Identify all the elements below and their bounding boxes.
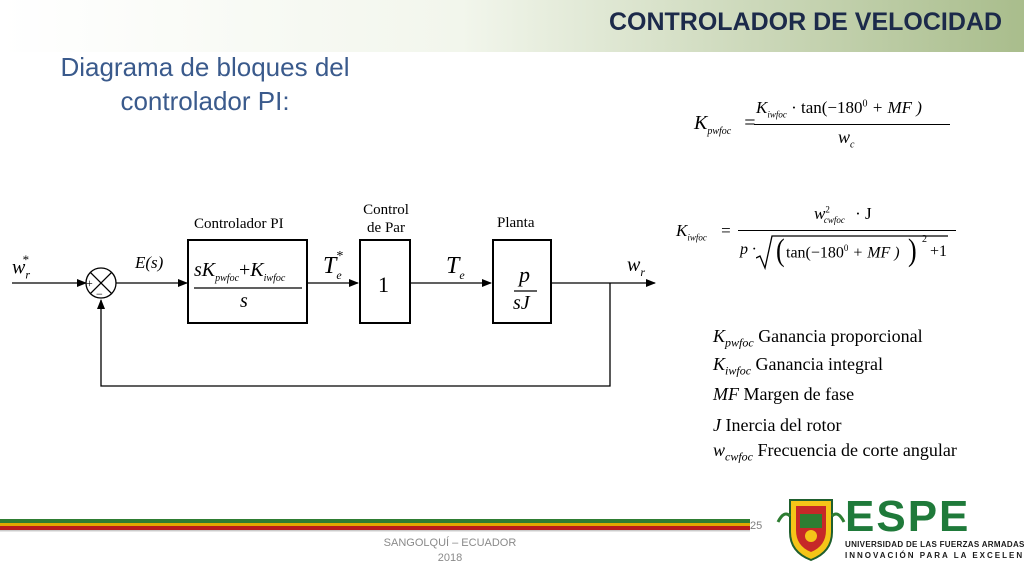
signal-torque: Te (446, 253, 465, 282)
header-band (0, 0, 1024, 52)
legend-item-wc: wcwfoc Frecuencia de corte angular (713, 440, 957, 464)
signal-torque-reference: Te* (323, 249, 343, 282)
footer-location: SANGOLQUÍ – ECUADOR 2018 (383, 537, 517, 564)
plant-label: Planta (497, 215, 535, 231)
pi-numerator: sKpwfoc+Kiwfoc (194, 259, 286, 284)
slide-title: CONTROLADOR DE VELOCIDAD (608, 8, 1002, 36)
torque-control-value: 1 (378, 272, 389, 297)
legend-item-j: J Inercia del rotor (713, 415, 842, 435)
signal-output: wr (627, 254, 646, 279)
torque-control-label: Control de Par (363, 202, 409, 236)
plant-denominator: sJ (513, 292, 530, 314)
sum-plus-sign: + (86, 276, 93, 290)
legend-item-mf: MF Margen de fase (713, 384, 855, 404)
pi-block-label: Controlador PI (194, 216, 284, 232)
shield-icon (776, 499, 846, 562)
pi-block (187, 239, 308, 324)
feedback-line (97, 283, 611, 387)
legend-item-kp: Kpwfoc Ganancia proporcional (713, 326, 923, 350)
footer-stripe (0, 519, 750, 532)
logo-wordmark: ESPE (845, 492, 971, 541)
espe-logo (776, 499, 846, 562)
subtitle-line-1: Diagrama de bloques del (60, 52, 350, 82)
logo-university-name: UNIVERSIDAD DE LAS FUERZAS ARMADAS (845, 540, 1024, 549)
slide-subtitle: Diagrama de bloques del controlador PI: (40, 50, 370, 118)
equation-kp: Kpwfoc = Kiwfoc · tan(−1800 + MF ) wc (694, 96, 964, 156)
subtitle-line-2: controlador PI: (120, 86, 290, 116)
sqrt-sign (756, 235, 948, 271)
signal-reference: wr* (12, 252, 31, 282)
pi-denominator: s (240, 290, 248, 312)
torque-control-block (359, 239, 411, 324)
page-number: 25 (750, 520, 763, 532)
legend-item-ki: Kiwfoc Ganancia integral (713, 354, 883, 378)
plant-numerator: p (519, 262, 530, 287)
logo-motto: INNOVACIÓN PARA LA EXCELENCIA (845, 551, 1024, 560)
plant-block (492, 239, 552, 324)
signal-error: E(s) (135, 253, 164, 272)
equation-ki: Kiwfoc = w2cwfoc · J p · ( tan(−1800 + M… (676, 204, 966, 274)
sum-minus-sign: − (96, 287, 103, 301)
